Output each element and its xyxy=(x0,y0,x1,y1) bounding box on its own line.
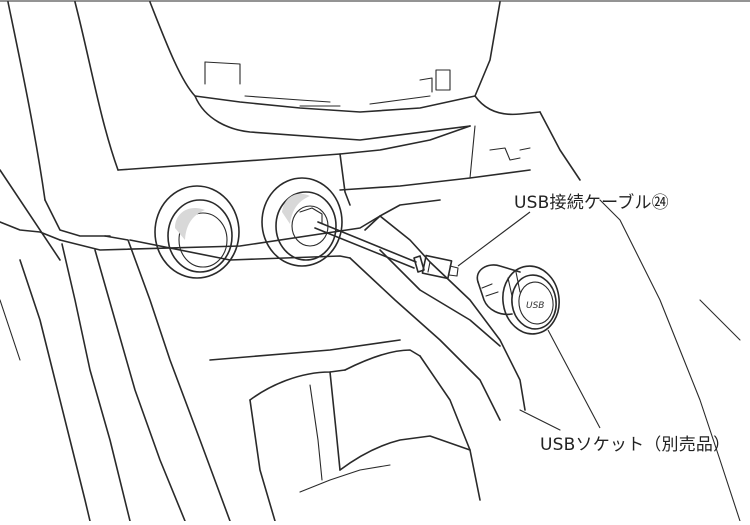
console-tray xyxy=(0,111,741,522)
socket-leader-line xyxy=(547,329,601,429)
left-accessory-socket xyxy=(154,185,240,279)
right-accessory-socket xyxy=(261,177,343,267)
usb-socket-label: USBソケット（別売品） xyxy=(540,435,731,455)
socket-face-usb-text: USB xyxy=(526,301,544,311)
console-face xyxy=(117,125,531,206)
usb-cable xyxy=(314,221,459,280)
cable-leader-line xyxy=(457,211,531,267)
dashboard-upper-panel xyxy=(149,1,541,161)
usb-cable-label: USB接続ケーブル㉔ xyxy=(514,193,669,213)
console-left-wall xyxy=(0,1,119,261)
usb-socket-part: USB xyxy=(476,264,560,335)
